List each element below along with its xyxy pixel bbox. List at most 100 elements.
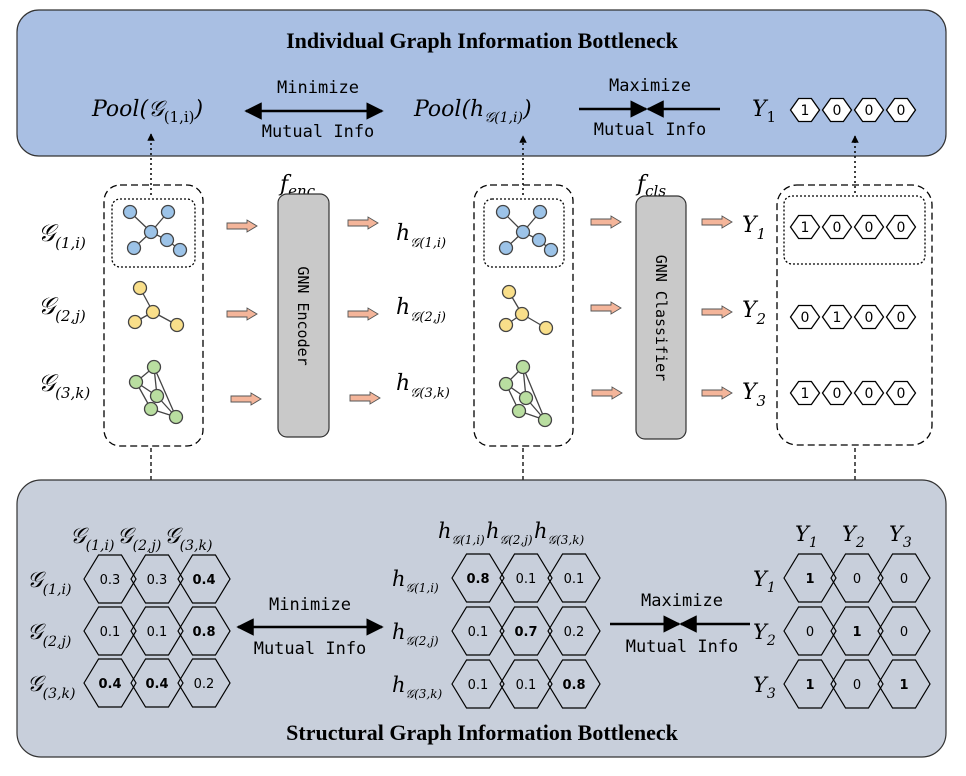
label-name: Y2 — [742, 298, 766, 328]
embedding-similarity-value: 0.7 — [514, 625, 537, 640]
embedding-label: h𝒢(3,k) — [396, 371, 450, 401]
onehot-value: 0 — [897, 310, 906, 326]
top-onehot-cell — [853, 97, 885, 123]
label-similarity-value: 1 — [805, 572, 814, 587]
graph-similarity-value: 0.4 — [192, 573, 215, 588]
input-graphs-group — [103, 184, 204, 447]
label-similarity-cell — [830, 553, 884, 603]
top-onehot-cell — [821, 97, 853, 123]
label-name: Y3 — [742, 380, 766, 410]
structural-ib-title: Structural Graph Information Bottleneck — [286, 720, 678, 745]
top-onehot-value: 1 — [801, 103, 810, 119]
top-minimize-label: Minimize — [277, 78, 359, 98]
label-similarity-cell — [783, 606, 837, 656]
graph-label: 𝒢(3,k) — [38, 369, 90, 402]
graph-similarity-cell — [83, 606, 137, 656]
labels-group — [776, 184, 933, 446]
onehot-cell — [885, 304, 917, 330]
top-maximize-label: Maximize — [609, 76, 691, 96]
graph-similarity-col-header: 𝒢(3,k) — [164, 524, 212, 554]
embedding-similarity-value: 0.8 — [466, 572, 489, 587]
label-similarity-row-header: Y2 — [753, 620, 776, 649]
embedding-similarity-cell — [499, 659, 553, 709]
top-onehot-value: 0 — [865, 103, 874, 119]
embedding-similarity-row-header: h𝒢(3,k) — [392, 673, 442, 701]
pool-graph-label: Pool(𝒢(1,i)) — [91, 97, 203, 126]
flow-arrow — [701, 386, 733, 400]
graph-similarity-cell — [130, 554, 184, 604]
label-name: Y1 — [742, 213, 766, 243]
embedding-graph-1-icon — [495, 204, 559, 258]
onehot-cell — [789, 214, 821, 240]
flow-arrow — [701, 215, 733, 229]
onehot-cell — [821, 380, 853, 406]
label-similarity-value: 0 — [806, 625, 814, 640]
embedding-graph-2-icon — [498, 284, 554, 336]
embedding-similarity-col-header: h𝒢(1,i) — [438, 519, 485, 547]
graph-similarity-row-header: 𝒢(1,i) — [27, 568, 71, 598]
embedding-similarity-value: 0.1 — [516, 572, 537, 587]
embedding-labels: h𝒢(1,i)h𝒢(2,j)h𝒢(3,k) — [396, 221, 450, 401]
embedding-similarity-cell — [499, 606, 553, 656]
top-onehot-cell — [885, 97, 917, 123]
label-similarity-col-header: Y3 — [889, 522, 912, 551]
selected-label-box — [783, 195, 926, 265]
graph-similarity-value: 0.3 — [100, 573, 121, 588]
top-onehot-cell — [789, 97, 821, 123]
label-similarity-value: 1 — [899, 678, 908, 693]
onehot-value: 0 — [897, 386, 906, 402]
bottom-minimize-sublabel: Mutual Info — [254, 639, 367, 659]
embedding-similarity-col-header: h𝒢(3,k) — [534, 519, 584, 547]
label-similarity-cell — [830, 606, 884, 656]
onehot-cell — [789, 304, 821, 330]
embedding-similarity-cell — [547, 659, 601, 709]
onehot-cell — [885, 380, 917, 406]
graph-labels: 𝒢(1,i)𝒢(2,j)𝒢(3,k) — [38, 219, 90, 402]
graph-similarity-col-header: 𝒢(1,i) — [70, 524, 114, 554]
label-similarity-cell — [783, 659, 837, 709]
onehot-cell — [853, 214, 885, 240]
bottom-maximize-sublabel: Mutual Info — [626, 637, 739, 657]
individual-ib-title: Individual Graph Information Bottleneck — [286, 28, 679, 53]
graph-similarity-row-header: 𝒢(3,k) — [27, 672, 75, 702]
graph-2-icon — [127, 280, 185, 333]
embedding-similarity-cell — [451, 659, 505, 709]
graph-similarity-value: 0.3 — [147, 573, 168, 588]
graph-similarity-value: 0.1 — [100, 625, 121, 640]
graph-label: 𝒢(2,j) — [38, 292, 86, 325]
embedding-similarity-cell — [451, 553, 505, 603]
embedding-graph-3-icon — [498, 359, 553, 428]
gnn-classifier-label: GNN Classifier — [652, 255, 670, 381]
flow-arrow — [590, 215, 622, 229]
bottom-maximize-label: Maximize — [641, 591, 723, 611]
onehot-cell — [853, 304, 885, 330]
onehot-value: 1 — [801, 220, 810, 236]
graph-similarity-cell — [130, 658, 184, 708]
graph-1-icon — [122, 204, 188, 258]
embedding-similarity-value: 0.2 — [564, 625, 585, 640]
flow-arrow — [701, 305, 733, 319]
flow-arrows — [226, 215, 733, 406]
label-similarity-cell — [783, 553, 837, 603]
embedding-similarity-value: 0.1 — [468, 625, 489, 640]
onehot-value: 0 — [833, 386, 842, 402]
top-y-label: Y1 — [752, 97, 776, 126]
flow-arrow — [226, 219, 258, 233]
label-similarity-col-header: Y2 — [842, 522, 865, 551]
flow-arrow — [226, 307, 258, 321]
flow-arrow — [590, 301, 622, 315]
flow-arrow — [347, 307, 379, 321]
onehot-value: 0 — [865, 310, 874, 326]
graph-similarity-row-header: 𝒢(2,j) — [27, 620, 71, 650]
graph-similarity-value: 0.2 — [194, 677, 215, 692]
label-similarity-value: 1 — [805, 678, 814, 693]
flow-arrow — [230, 392, 262, 406]
embedding-label: h𝒢(1,i) — [396, 221, 446, 251]
onehot-cell — [821, 214, 853, 240]
label-similarity-row-header: Y1 — [753, 567, 776, 596]
embedding-similarity-cell — [499, 553, 553, 603]
